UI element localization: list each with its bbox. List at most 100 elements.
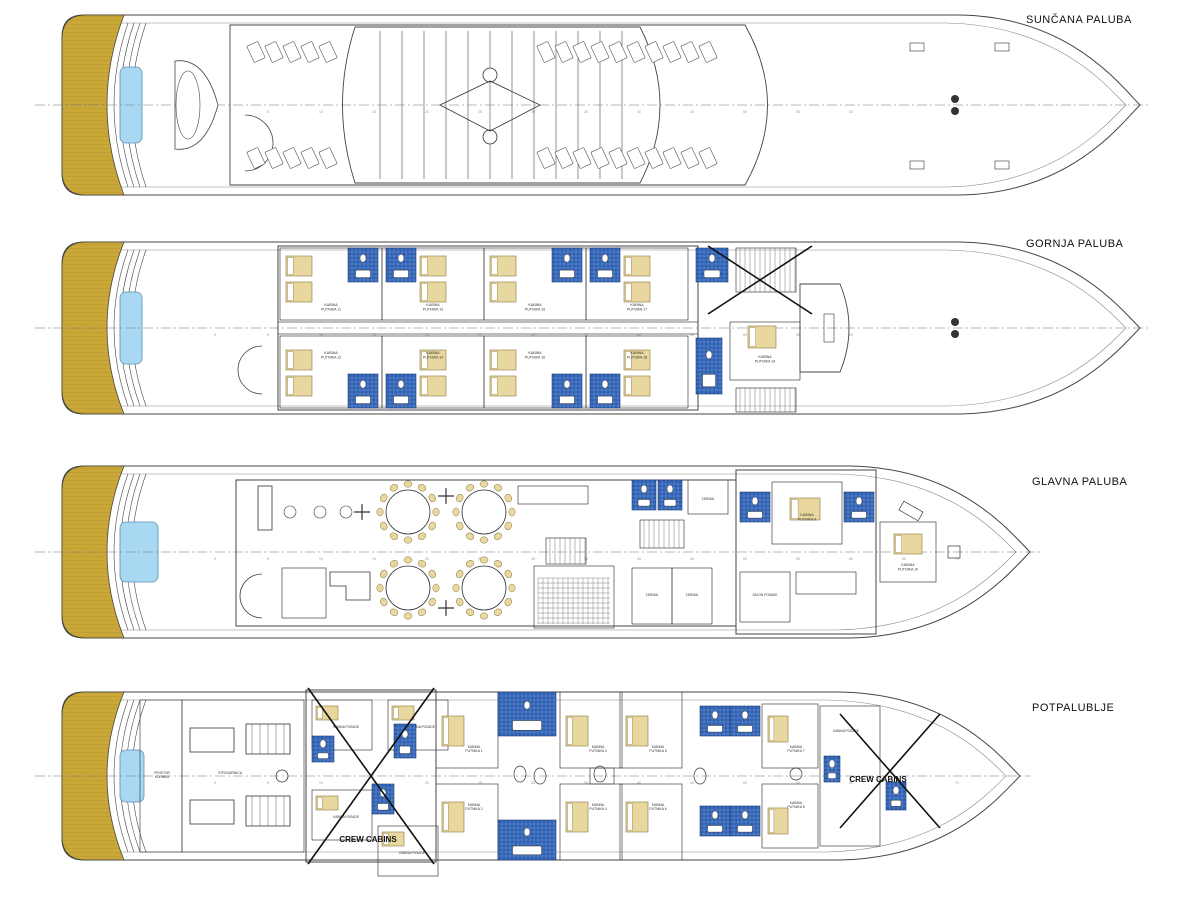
- dining-table: [452, 556, 516, 620]
- sun-lounger: [246, 147, 266, 169]
- dining-chair: [479, 480, 489, 488]
- frame-number: 25: [478, 333, 482, 337]
- sink-icon: [637, 499, 651, 507]
- frame-number: 0: [214, 333, 216, 337]
- bed: [747, 325, 777, 349]
- crew-salon: SALON POSADE: [739, 571, 791, 623]
- sink-icon: [663, 499, 677, 507]
- sink-icon: [355, 395, 371, 404]
- bathroom: [729, 805, 761, 837]
- toilet-icon: [751, 496, 759, 506]
- dining-chair: [417, 560, 427, 568]
- generator: [189, 799, 235, 825]
- dining-chair: [479, 612, 489, 620]
- bathroom: [371, 783, 395, 815]
- sink-icon: [512, 845, 542, 856]
- mooring-bollard: [909, 42, 925, 52]
- bathroom: [699, 805, 731, 837]
- pillow: [287, 283, 294, 301]
- frame-number: 10: [319, 333, 323, 337]
- deck-title-upper: GORNJA PALUBA: [1026, 238, 1124, 250]
- sofa: [257, 485, 273, 531]
- galley: [533, 565, 615, 629]
- pillow: [443, 717, 449, 745]
- sun-lounger: [536, 41, 556, 63]
- deck-lower: 0510152025303540455055606570PROSTORKORMI…: [35, 687, 1030, 877]
- dining-chair: [380, 569, 388, 579]
- plant-icon: [438, 488, 454, 504]
- cabin-walls: [585, 247, 689, 321]
- sun-lounger: [626, 147, 646, 169]
- dining-chair: [376, 507, 384, 517]
- dining-chair: [432, 583, 440, 593]
- dining-chair: [504, 493, 512, 503]
- sink-icon: [827, 772, 837, 779]
- crossed-out-area: [839, 713, 941, 829]
- deck-title-main: GLAVNA PALUBA: [1032, 476, 1128, 488]
- frame-number: 35: [584, 333, 588, 337]
- frame-number: 15: [372, 333, 376, 337]
- sink-icon: [317, 752, 329, 759]
- bed: [285, 375, 313, 397]
- sink-icon: [707, 825, 723, 833]
- frame-number: 10: [319, 557, 323, 561]
- anchor-windlass: [951, 318, 959, 326]
- toilet-icon: [741, 710, 749, 720]
- pillow: [625, 377, 632, 395]
- crew-cabin: KABINA POSADE: [311, 789, 373, 841]
- crew-cabin-label: KABINA POSADE: [409, 725, 435, 729]
- pillow: [421, 283, 428, 301]
- sun-lounger: [626, 41, 646, 63]
- frame-number: 55: [796, 781, 800, 785]
- sun-lounger: [698, 41, 718, 63]
- bathroom: [551, 373, 583, 409]
- sink-icon: [512, 720, 542, 731]
- dining-table: [376, 480, 440, 544]
- sun-lounger: [590, 41, 610, 63]
- pillow: [421, 351, 428, 369]
- pillow: [791, 499, 799, 519]
- frame-number: 35: [584, 781, 588, 785]
- pillow: [317, 797, 323, 809]
- helm-console: [823, 313, 835, 343]
- room-label: ZDRAVA: [686, 593, 699, 597]
- frame-number: 5: [267, 557, 269, 561]
- room-walls: [739, 571, 791, 623]
- pillow: [769, 809, 775, 833]
- bed: [419, 349, 447, 371]
- sun-lounger: [246, 41, 266, 63]
- spiral-stair: [244, 114, 274, 172]
- dining-chair: [376, 583, 384, 593]
- tender-boat: [174, 60, 219, 150]
- frame-number: 50: [743, 333, 747, 337]
- dining-chair: [504, 597, 512, 607]
- crew-cabin: KABINA POSADE: [387, 699, 449, 751]
- dining-chair: [452, 507, 460, 517]
- cabin-walls: [879, 521, 937, 583]
- bathroom: [311, 735, 335, 763]
- cabin-walls: [761, 703, 819, 769]
- dining-chair: [403, 536, 413, 544]
- bed: [623, 375, 651, 397]
- cross-line: [307, 687, 435, 865]
- bathroom: [823, 755, 841, 783]
- bathroom: [885, 781, 907, 811]
- dining-chair: [504, 569, 512, 579]
- pillow: [421, 257, 428, 275]
- toilet-icon: [666, 484, 674, 494]
- bed: [381, 831, 405, 847]
- toilet-icon: [563, 379, 571, 389]
- bathroom: [497, 819, 557, 861]
- dining-chair: [493, 484, 503, 492]
- sink-icon: [393, 269, 409, 278]
- bed: [285, 281, 313, 303]
